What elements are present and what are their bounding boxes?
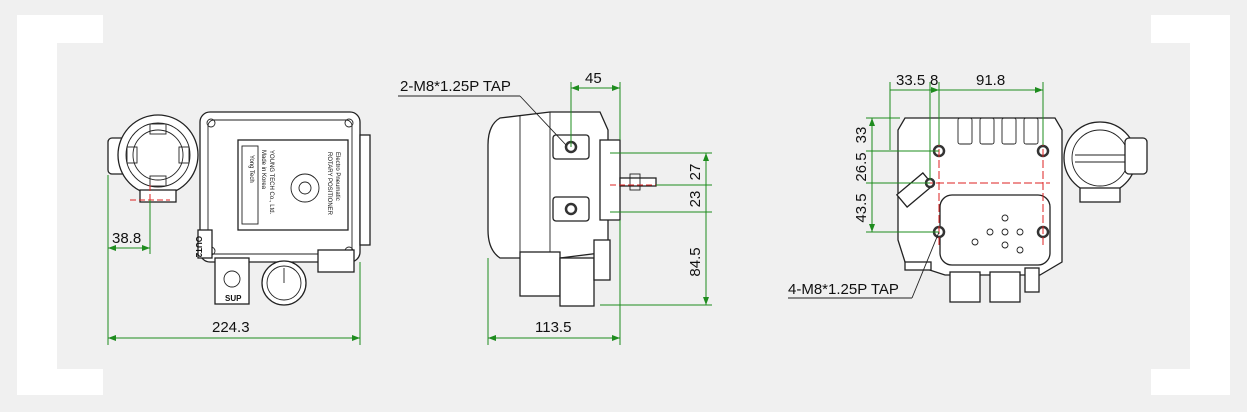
dim-side-top: 45 [585, 70, 602, 87]
plate-line-2: ROTARY POSITIONER [326, 152, 332, 216]
frame-brackets [17, 15, 1230, 395]
front-view: Yong Tech Electro Pneumatic ROTARY POSIT… [107, 111, 371, 345]
plate-line-1: Electro Pneumatic [334, 152, 340, 201]
rear-view: 4-M8*1.25P TAP 33.5 8 91.8 33 26.5 43.5 [788, 72, 1148, 303]
side-view: 2-M8*1.25P TAP 45 27 23 84.5 113.5 [398, 70, 712, 345]
side-tap-hole-lower [564, 202, 578, 216]
dim-rear-d2: 8 [930, 72, 938, 89]
side-tap-label: 2-M8*1.25P TAP [400, 78, 511, 95]
dim-side-h2: 23 [687, 191, 704, 208]
dim-front-offset: 38.8 [112, 230, 141, 247]
dim-rear-v1: 33 [853, 127, 870, 144]
dim-side-h3: 84.5 [687, 247, 704, 276]
dim-rear-d1: 33.5 [896, 72, 925, 89]
out-label: OUT2 [194, 236, 203, 258]
rear-tap-label: 4-M8*1.25P TAP [788, 281, 899, 298]
dim-side-h1: 27 [687, 164, 704, 181]
dim-side-width: 113.5 [535, 319, 571, 336]
svg-text:Yong Tech: Yong Tech [248, 155, 254, 183]
dim-rear-v2: 26.5 [853, 152, 870, 181]
dim-rear-v3: 43.5 [853, 193, 870, 222]
dim-front-width: 224.3 [212, 319, 250, 336]
plate-line-3: YOUNG TECH Co., Ltd. [268, 150, 274, 215]
sup-label: SUP [225, 294, 242, 303]
dim-rear-d3: 91.8 [976, 72, 1005, 89]
plate-line-4: Made in Korea [260, 150, 266, 190]
